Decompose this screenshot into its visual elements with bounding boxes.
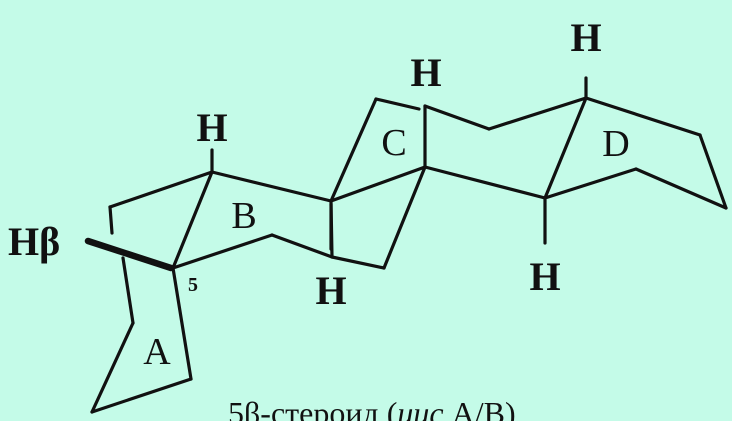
h-label-ring-c-top: H: [410, 50, 441, 95]
caption-prefix: 5β-стероид (: [228, 395, 397, 421]
h-label-ring-d-top: H: [570, 15, 601, 60]
h-label-ring-d-bottom: H: [529, 254, 560, 299]
hydrogen-bonds: [210, 76, 588, 251]
caption-italic: цис: [397, 395, 443, 421]
ring-a-label: A: [143, 331, 171, 373]
ring-c-bonds: [329, 97, 427, 270]
caption-text: 5β-стероид (цис A/B): [228, 395, 516, 421]
ring-d-bonds: [423, 96, 728, 210]
h-beta-wedge-bond: [84, 237, 175, 272]
ring-d-label: D: [602, 123, 629, 165]
ring-a-bonds: [90, 170, 214, 414]
carbon-5-locant: 5: [188, 274, 198, 296]
ring-c-label: C: [381, 122, 406, 164]
h-beta-label: Hβ: [8, 219, 60, 264]
ring-b-label: B: [231, 195, 256, 237]
caption-suffix: A/B): [444, 395, 516, 421]
h-label-ring-b-bottom: H: [315, 268, 346, 313]
h-label-ring-b-top: H: [196, 105, 227, 150]
